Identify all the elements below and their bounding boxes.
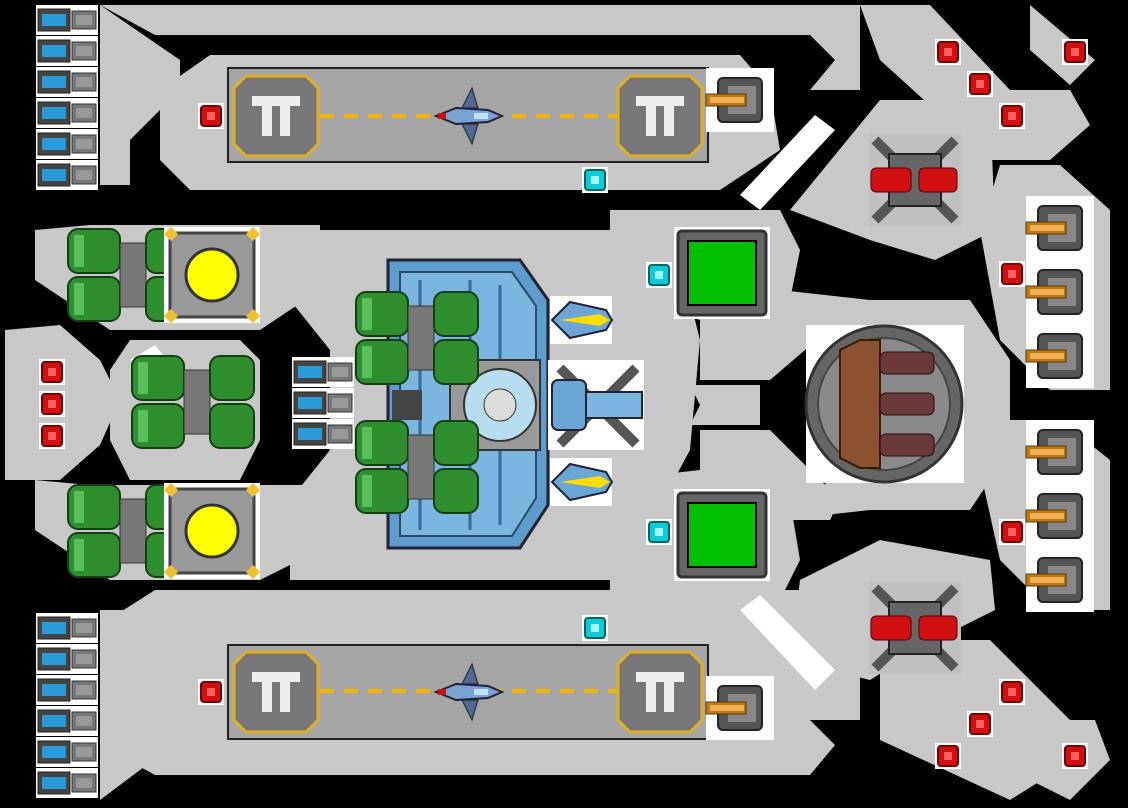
turret-icon[interactable]: [1025, 323, 1095, 389]
red-module-icon[interactable]: [966, 710, 994, 738]
cyan-module-icon[interactable]: [581, 166, 609, 194]
battery-icon[interactable]: [35, 736, 99, 768]
red-module-icon[interactable]: [998, 518, 1026, 546]
shield-icon[interactable]: [672, 487, 772, 583]
turret-icon[interactable]: [1025, 195, 1095, 261]
battery-column-top: [35, 4, 99, 191]
yellow-core-icon[interactable]: [162, 481, 262, 581]
red-module-icon[interactable]: [38, 358, 66, 386]
turret-icon[interactable]: [1025, 547, 1095, 613]
battery-column-bottom: [35, 612, 99, 799]
ion-cannon-icon[interactable]: [548, 360, 644, 450]
red-module-icon[interactable]: [934, 742, 962, 770]
yellow-core-icon[interactable]: [162, 225, 262, 325]
red-module-icon[interactable]: [38, 422, 66, 450]
launch-pad-icon[interactable]: [232, 74, 320, 158]
turret-icon[interactable]: [705, 675, 775, 741]
red-module-icon[interactable]: [1061, 38, 1089, 66]
red-module-icon[interactable]: [934, 38, 962, 66]
missile-pod[interactable]: [550, 458, 614, 506]
cyan-module-icon[interactable]: [645, 261, 673, 289]
cyan-module-icon[interactable]: [581, 614, 609, 642]
shield-icon[interactable]: [672, 225, 772, 321]
battery-icon[interactable]: [35, 35, 99, 67]
red-module-icon[interactable]: [1061, 742, 1089, 770]
battery-column-center: [291, 356, 355, 450]
battery-icon[interactable]: [35, 4, 99, 36]
launch-pad-icon[interactable]: [616, 650, 704, 734]
turret-icon[interactable]: [1025, 419, 1095, 485]
turret-icon[interactable]: [1025, 259, 1095, 325]
red-gun-icon[interactable]: [869, 582, 961, 674]
red-module-icon[interactable]: [998, 260, 1026, 288]
red-module-icon[interactable]: [966, 70, 994, 98]
battery-icon[interactable]: [291, 387, 355, 419]
battery-icon[interactable]: [291, 356, 355, 388]
battery-icon[interactable]: [35, 97, 99, 129]
red-gun-icon[interactable]: [869, 134, 961, 226]
cyan-module-icon[interactable]: [645, 518, 673, 546]
red-module-icon[interactable]: [998, 102, 1026, 130]
battery-icon[interactable]: [35, 612, 99, 644]
battery-icon[interactable]: [35, 643, 99, 675]
red-module-icon[interactable]: [38, 390, 66, 418]
red-module-icon[interactable]: [197, 102, 225, 130]
turret-icon[interactable]: [705, 67, 775, 133]
battery-icon[interactable]: [35, 66, 99, 98]
battery-icon[interactable]: [35, 159, 99, 191]
launch-pad-icon[interactable]: [616, 74, 704, 158]
reactor-icon[interactable]: [804, 324, 964, 484]
launch-pad-icon[interactable]: [232, 650, 320, 734]
red-module-icon[interactable]: [998, 678, 1026, 706]
battery-icon[interactable]: [35, 674, 99, 706]
battery-icon[interactable]: [35, 705, 99, 737]
battery-icon[interactable]: [35, 767, 99, 799]
turret-icon[interactable]: [1025, 483, 1095, 549]
missile-pod[interactable]: [550, 296, 614, 344]
battery-icon[interactable]: [291, 418, 355, 450]
battery-icon[interactable]: [35, 128, 99, 160]
red-module-icon[interactable]: [197, 678, 225, 706]
